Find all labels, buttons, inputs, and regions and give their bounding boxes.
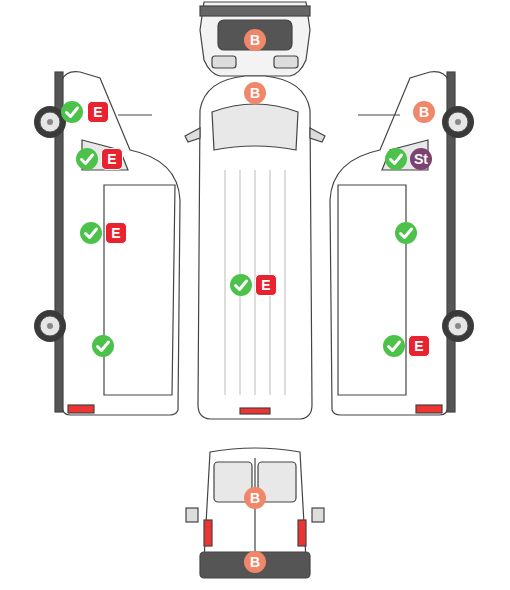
badge-letter: E [107, 152, 116, 166]
badge-letter: B [419, 105, 429, 119]
badge-letter: B [250, 33, 260, 47]
b-badge: B [244, 29, 266, 51]
e-badge: E [255, 274, 277, 296]
badge-letter: E [414, 339, 423, 353]
e-badge: E [408, 335, 430, 357]
e-badge: E [101, 148, 123, 170]
b-badge: B [244, 82, 266, 104]
badge-letter: E [261, 278, 270, 292]
e-badge: E [87, 101, 109, 123]
b-badge: B [244, 487, 266, 509]
badge-letter: E [111, 226, 120, 240]
b-badge: B [244, 551, 266, 573]
badge-letter: B [250, 555, 260, 569]
st-badge: St [410, 148, 432, 170]
b-badge: B [413, 101, 435, 123]
badge-letter: E [93, 105, 102, 119]
badge-letter: St [414, 152, 428, 166]
e-badge: E [105, 222, 127, 244]
badge-letter: B [250, 491, 260, 505]
badge-letter: B [250, 86, 260, 100]
